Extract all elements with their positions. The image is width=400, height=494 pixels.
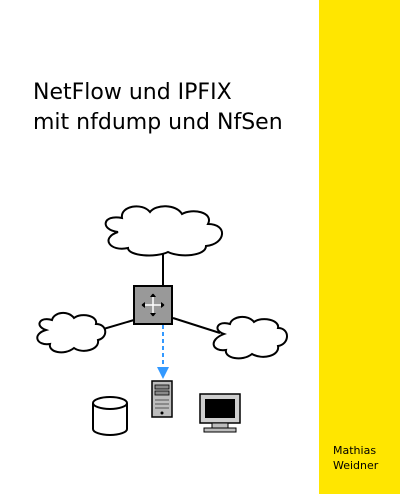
dashed-arrow [157,325,169,379]
yellow-side-band [319,0,400,494]
router-icon [133,285,173,325]
cloud-icon [212,316,288,360]
database-icon [92,396,128,436]
network-diagram [36,205,288,436]
cloud-icon [104,205,223,257]
cloud-icon [36,312,107,354]
title-line-2: mit nfdump und NfSen [33,110,283,135]
author-last-name: Weidner [333,459,379,472]
link-router-left-cloud [99,319,135,331]
author-name: Mathias Weidner [333,443,378,473]
book-title: NetFlow und IPFIX mit nfdump und NfSen [33,78,313,138]
monitor-icon [199,393,241,433]
author-first-name: Mathias [333,444,377,457]
server-icon [151,380,173,418]
title-line-1: NetFlow und IPFIX [33,80,232,105]
link-router-right-cloud [172,317,221,334]
